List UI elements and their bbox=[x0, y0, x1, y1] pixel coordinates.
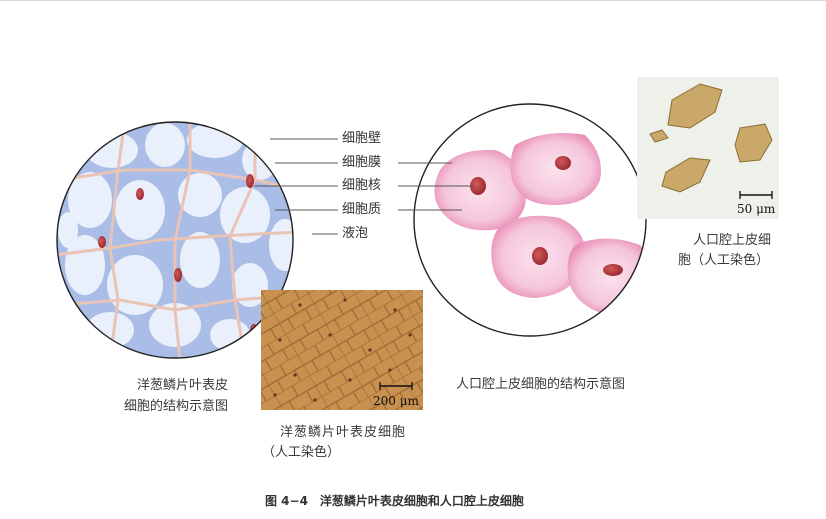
top-divider bbox=[0, 0, 826, 1]
cheek-photo: 50 μm bbox=[637, 77, 779, 219]
cheek-cell-diagram bbox=[413, 103, 647, 337]
onion-scale-bar: 200 μm bbox=[373, 382, 420, 408]
cheek-photo-caption-line1: 人口腔上皮细 bbox=[693, 233, 772, 248]
label-cell-membrane: 细胞膜 bbox=[342, 155, 382, 170]
onion-leader-lines bbox=[254, 138, 338, 235]
label-nucleus: 细胞核 bbox=[342, 178, 382, 193]
onion-cell-diagram bbox=[56, 121, 294, 359]
cheek-nuclei bbox=[470, 156, 623, 276]
onion-diagram-caption-line2: 细胞的结构示意图 bbox=[124, 399, 229, 414]
cheek-diagram-caption: 人口腔上皮细胞的结构示意图 bbox=[456, 377, 626, 392]
vacuoles bbox=[58, 122, 293, 351]
onion-diagram-caption-line1: 洋葱鳞片叶表皮 bbox=[137, 378, 229, 393]
onion-scale-label: 200 μm bbox=[373, 394, 420, 408]
cheek-scale-bar: 50 μm bbox=[737, 191, 776, 216]
cheek-scale-label: 50 μm bbox=[737, 202, 776, 216]
figure-caption: 图 4−4 洋葱鳞片叶表皮细胞和人口腔上皮细胞 bbox=[265, 494, 524, 508]
cheek-leader-lines bbox=[398, 162, 474, 211]
label-vacuole: 液泡 bbox=[342, 226, 369, 241]
label-cytoplasm: 细胞质 bbox=[342, 202, 382, 217]
onion-photo-caption-line1: 洋葱鳞片叶表皮细胞 bbox=[280, 425, 407, 440]
cheek-photo-caption-line2: 胞（人工染色） bbox=[678, 253, 770, 268]
onion-photo: 200 μm bbox=[261, 290, 423, 410]
label-cell-wall: 细胞壁 bbox=[342, 131, 382, 146]
onion-photo-caption-line2: （人工染色） bbox=[262, 445, 341, 460]
